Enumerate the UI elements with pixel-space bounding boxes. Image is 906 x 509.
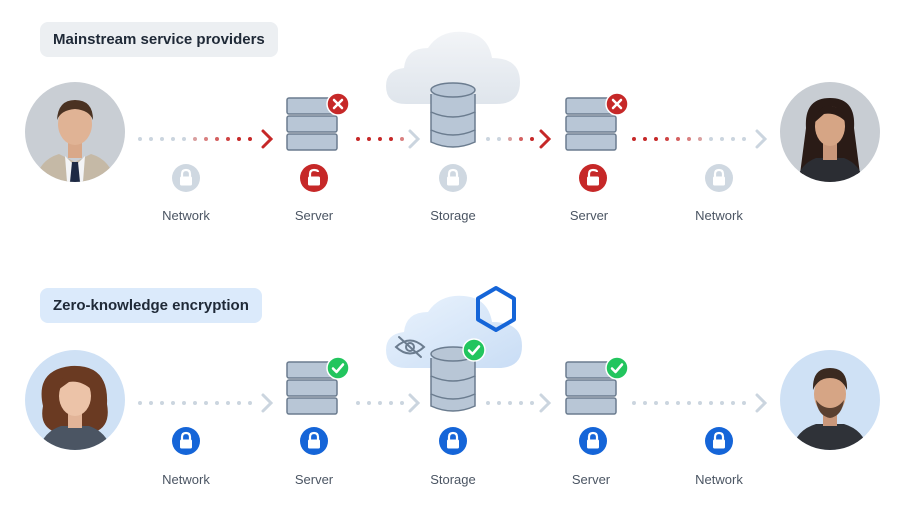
sender-avatar-man <box>25 82 125 182</box>
label-network: Network <box>162 208 210 223</box>
cloud-shape <box>386 31 520 104</box>
server-node-2 <box>563 90 635 158</box>
arrow-head-red <box>261 129 274 149</box>
server-to-storage-path-1 <box>356 137 404 141</box>
label-server: Server <box>294 208 334 223</box>
checkmark-icon <box>605 356 629 380</box>
section-title-zero-knowledge: Zero-knowledge encryption <box>40 288 262 323</box>
server-node-1 <box>284 90 356 158</box>
lock-icon-blue <box>171 426 201 456</box>
storage-node-2 <box>429 344 477 416</box>
hexagon-logo-icon <box>476 286 516 332</box>
checkmark-icon <box>326 356 350 380</box>
unlock-icon-red <box>299 163 329 193</box>
x-mark-icon <box>326 92 350 116</box>
lock-icon-blue <box>438 426 468 456</box>
arrow-head-gray <box>261 393 274 413</box>
connections-mainstream <box>138 129 768 149</box>
arrow-head-gray <box>408 129 421 149</box>
recipient-avatar-woman <box>780 82 880 182</box>
arrow-head-red <box>539 129 552 149</box>
label-server: Server <box>571 472 611 487</box>
arrow-head-gray <box>755 393 768 413</box>
label-network: Network <box>695 208 743 223</box>
lock-icon-gray <box>704 163 734 193</box>
lock-icon-gray <box>438 163 468 193</box>
label-server: Server <box>569 208 609 223</box>
label-network: Network <box>695 472 743 487</box>
label-network: Network <box>162 472 210 487</box>
storage-node-1 <box>429 80 477 152</box>
lock-icon-gray <box>171 163 201 193</box>
storage-to-server-path-1 <box>486 137 534 141</box>
connections-zero-knowledge <box>138 393 768 413</box>
network-path-1 <box>138 137 252 141</box>
label-storage: Storage <box>430 208 476 223</box>
server-node-4 <box>563 354 635 422</box>
recipient-avatar-man <box>780 350 880 450</box>
server-node-3 <box>284 354 356 422</box>
unlock-icon-red <box>578 163 608 193</box>
sender-avatar-woman <box>25 350 125 450</box>
arrow-head-gray <box>755 129 768 149</box>
label-storage: Storage <box>430 472 476 487</box>
arrow-head-gray <box>408 393 421 413</box>
eye-slash-icon <box>394 336 426 358</box>
lock-icon-blue <box>299 426 329 456</box>
network-path-2 <box>632 137 746 141</box>
label-server: Server <box>294 472 334 487</box>
checkmark-icon <box>462 338 486 362</box>
x-mark-icon <box>605 92 629 116</box>
arrow-head-gray <box>539 393 552 413</box>
lock-icon-blue <box>704 426 734 456</box>
lock-icon-blue <box>578 426 608 456</box>
section-title-mainstream: Mainstream service providers <box>40 22 278 57</box>
